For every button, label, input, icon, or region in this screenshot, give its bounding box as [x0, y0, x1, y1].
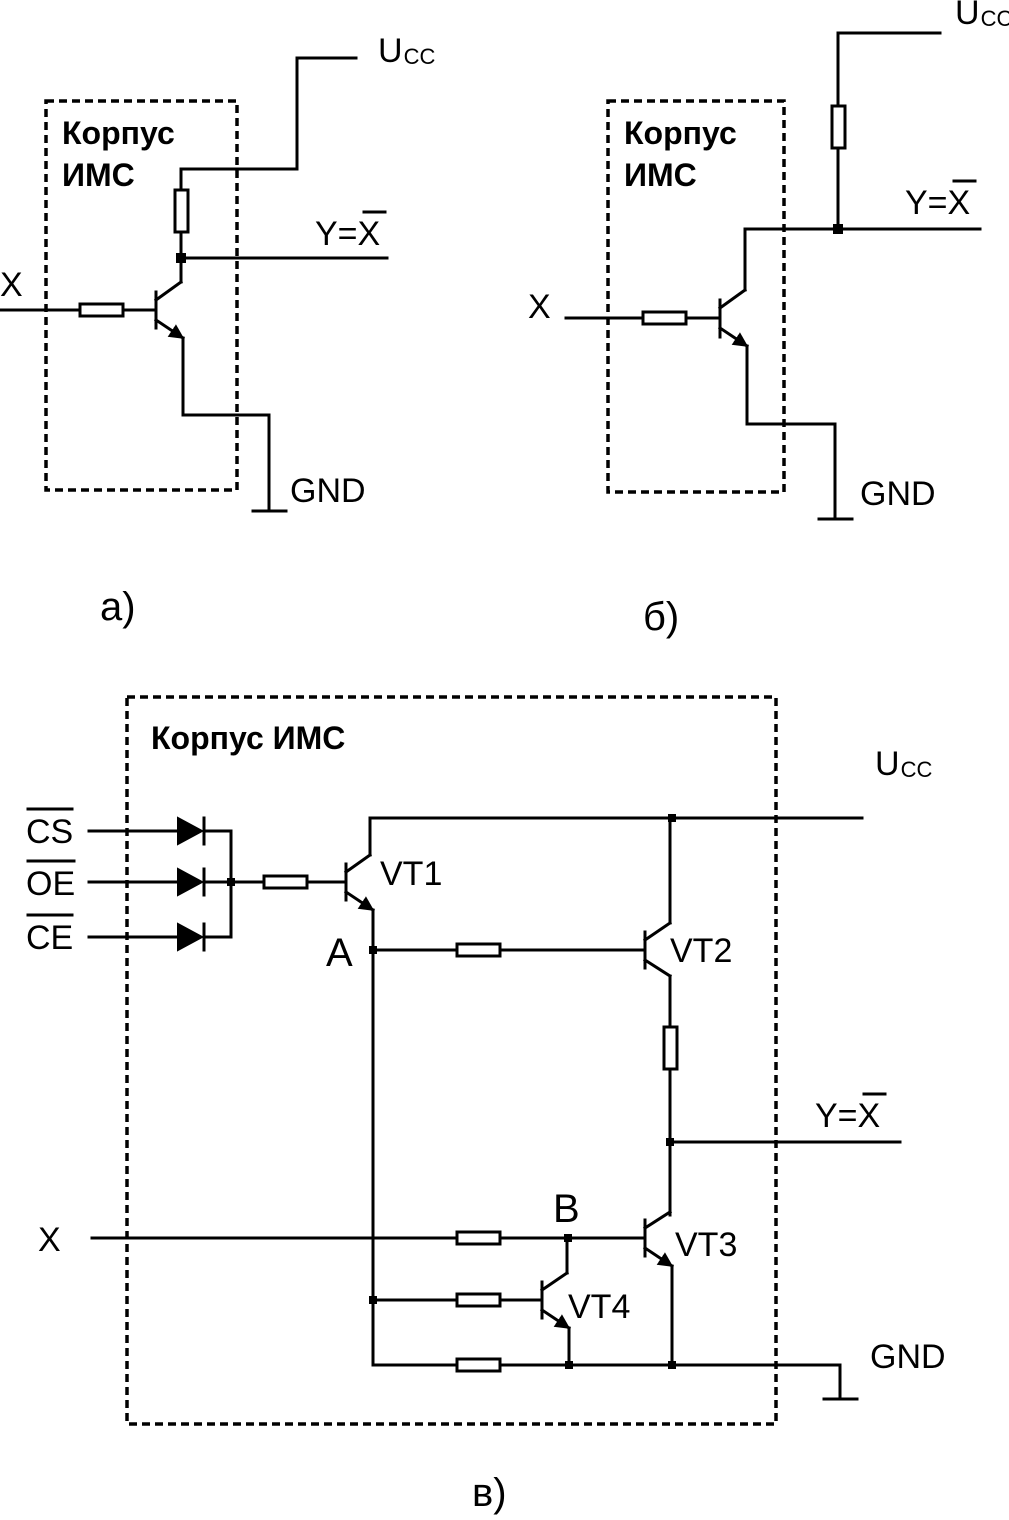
- junction-dot: [666, 1138, 674, 1146]
- vt4-collector: [539, 1270, 570, 1293]
- vt2-collector: [642, 920, 673, 943]
- vt3-emitter: [642, 1245, 675, 1269]
- input-label: X: [528, 288, 551, 326]
- ground-resistor: [455, 1357, 502, 1373]
- vt4-emitter: [539, 1307, 572, 1331]
- node-a-label: A: [326, 931, 353, 975]
- output-label: Y=X: [815, 1097, 880, 1135]
- supply-wire: [179, 56, 358, 190]
- input-oe-label: OE: [26, 865, 75, 903]
- ic-body-outline: [606, 99, 786, 494]
- oe-diode: [177, 867, 205, 897]
- caption-a: а): [100, 585, 136, 629]
- ic-body-outline: [125, 695, 778, 1426]
- ic-body-outline: [44, 99, 239, 492]
- output-resistor: [662, 1025, 679, 1071]
- ic-body-label: Корпус ИМС: [151, 720, 345, 756]
- ce-diode: [177, 922, 205, 952]
- transistor-collector: [717, 287, 748, 311]
- input-cs-label: CS: [26, 813, 73, 851]
- supply-wire: [836, 31, 942, 108]
- diagram-c: Корпус ИМС CS OE CE: [26, 695, 946, 1515]
- ground-label: GND: [860, 475, 936, 513]
- ground-label: GND: [870, 1338, 946, 1376]
- vt2-emitter: [642, 957, 673, 979]
- base-resistor: [78, 302, 125, 318]
- vt2-label: VT2: [670, 932, 732, 970]
- output-label: Y=X: [905, 184, 970, 222]
- supply-label: UCC: [955, 0, 1009, 32]
- transistor-emitter: [153, 317, 186, 341]
- junction-dot: [833, 224, 843, 234]
- junction-dot: [565, 1361, 573, 1369]
- vt4-base-resistor: [455, 1292, 502, 1308]
- input-ce-label: CE: [26, 919, 73, 957]
- vt1-base-resistor: [262, 874, 309, 890]
- base-resistor: [641, 310, 688, 326]
- output-label: Y=X: [315, 215, 380, 253]
- ic-body-label-line1: Корпус: [624, 115, 737, 151]
- ic-body-label-line2: ИМС: [62, 157, 135, 193]
- vt3-base-resistor: [455, 1230, 502, 1246]
- vt1-emitter: [343, 889, 376, 913]
- vt4-label: VT4: [568, 1288, 630, 1326]
- transistor-emitter: [717, 325, 750, 349]
- ground-wire: [745, 344, 837, 520]
- supply-label: UCC: [875, 745, 932, 783]
- caption-c: в): [472, 1471, 507, 1515]
- supply-label: UCC: [378, 32, 435, 70]
- input-label: X: [0, 266, 23, 304]
- vt3-collector: [642, 1209, 673, 1231]
- ground-label: GND: [290, 472, 366, 510]
- vt1-collector: [343, 852, 373, 875]
- caption-b: б): [643, 595, 679, 639]
- junction-dot: [668, 1361, 676, 1369]
- vt2-base-resistor: [455, 942, 502, 958]
- diagram-b: Корпус ИМС X UCC Y=X GND б): [528, 0, 1009, 639]
- ic-body-label-line2: ИМС: [624, 157, 697, 193]
- input-x-label: X: [38, 1221, 61, 1259]
- transistor-collector: [153, 279, 184, 303]
- pullup-resistor: [830, 104, 847, 150]
- junction-dot: [668, 814, 676, 822]
- junction-dot: [227, 878, 235, 886]
- control-inputs: CS OE CE: [26, 807, 266, 957]
- cs-diode: [177, 816, 205, 846]
- ground-wire: [181, 336, 271, 512]
- ic-body-label-line1: Корпус: [62, 115, 175, 151]
- vt3-label: VT3: [675, 1226, 737, 1264]
- node-b-label: B: [553, 1187, 580, 1231]
- collector-resistor: [173, 188, 190, 234]
- diagram-a: Корпус ИМС X UCC Y=X GND а): [0, 32, 435, 629]
- vt1-label: VT1: [380, 855, 442, 893]
